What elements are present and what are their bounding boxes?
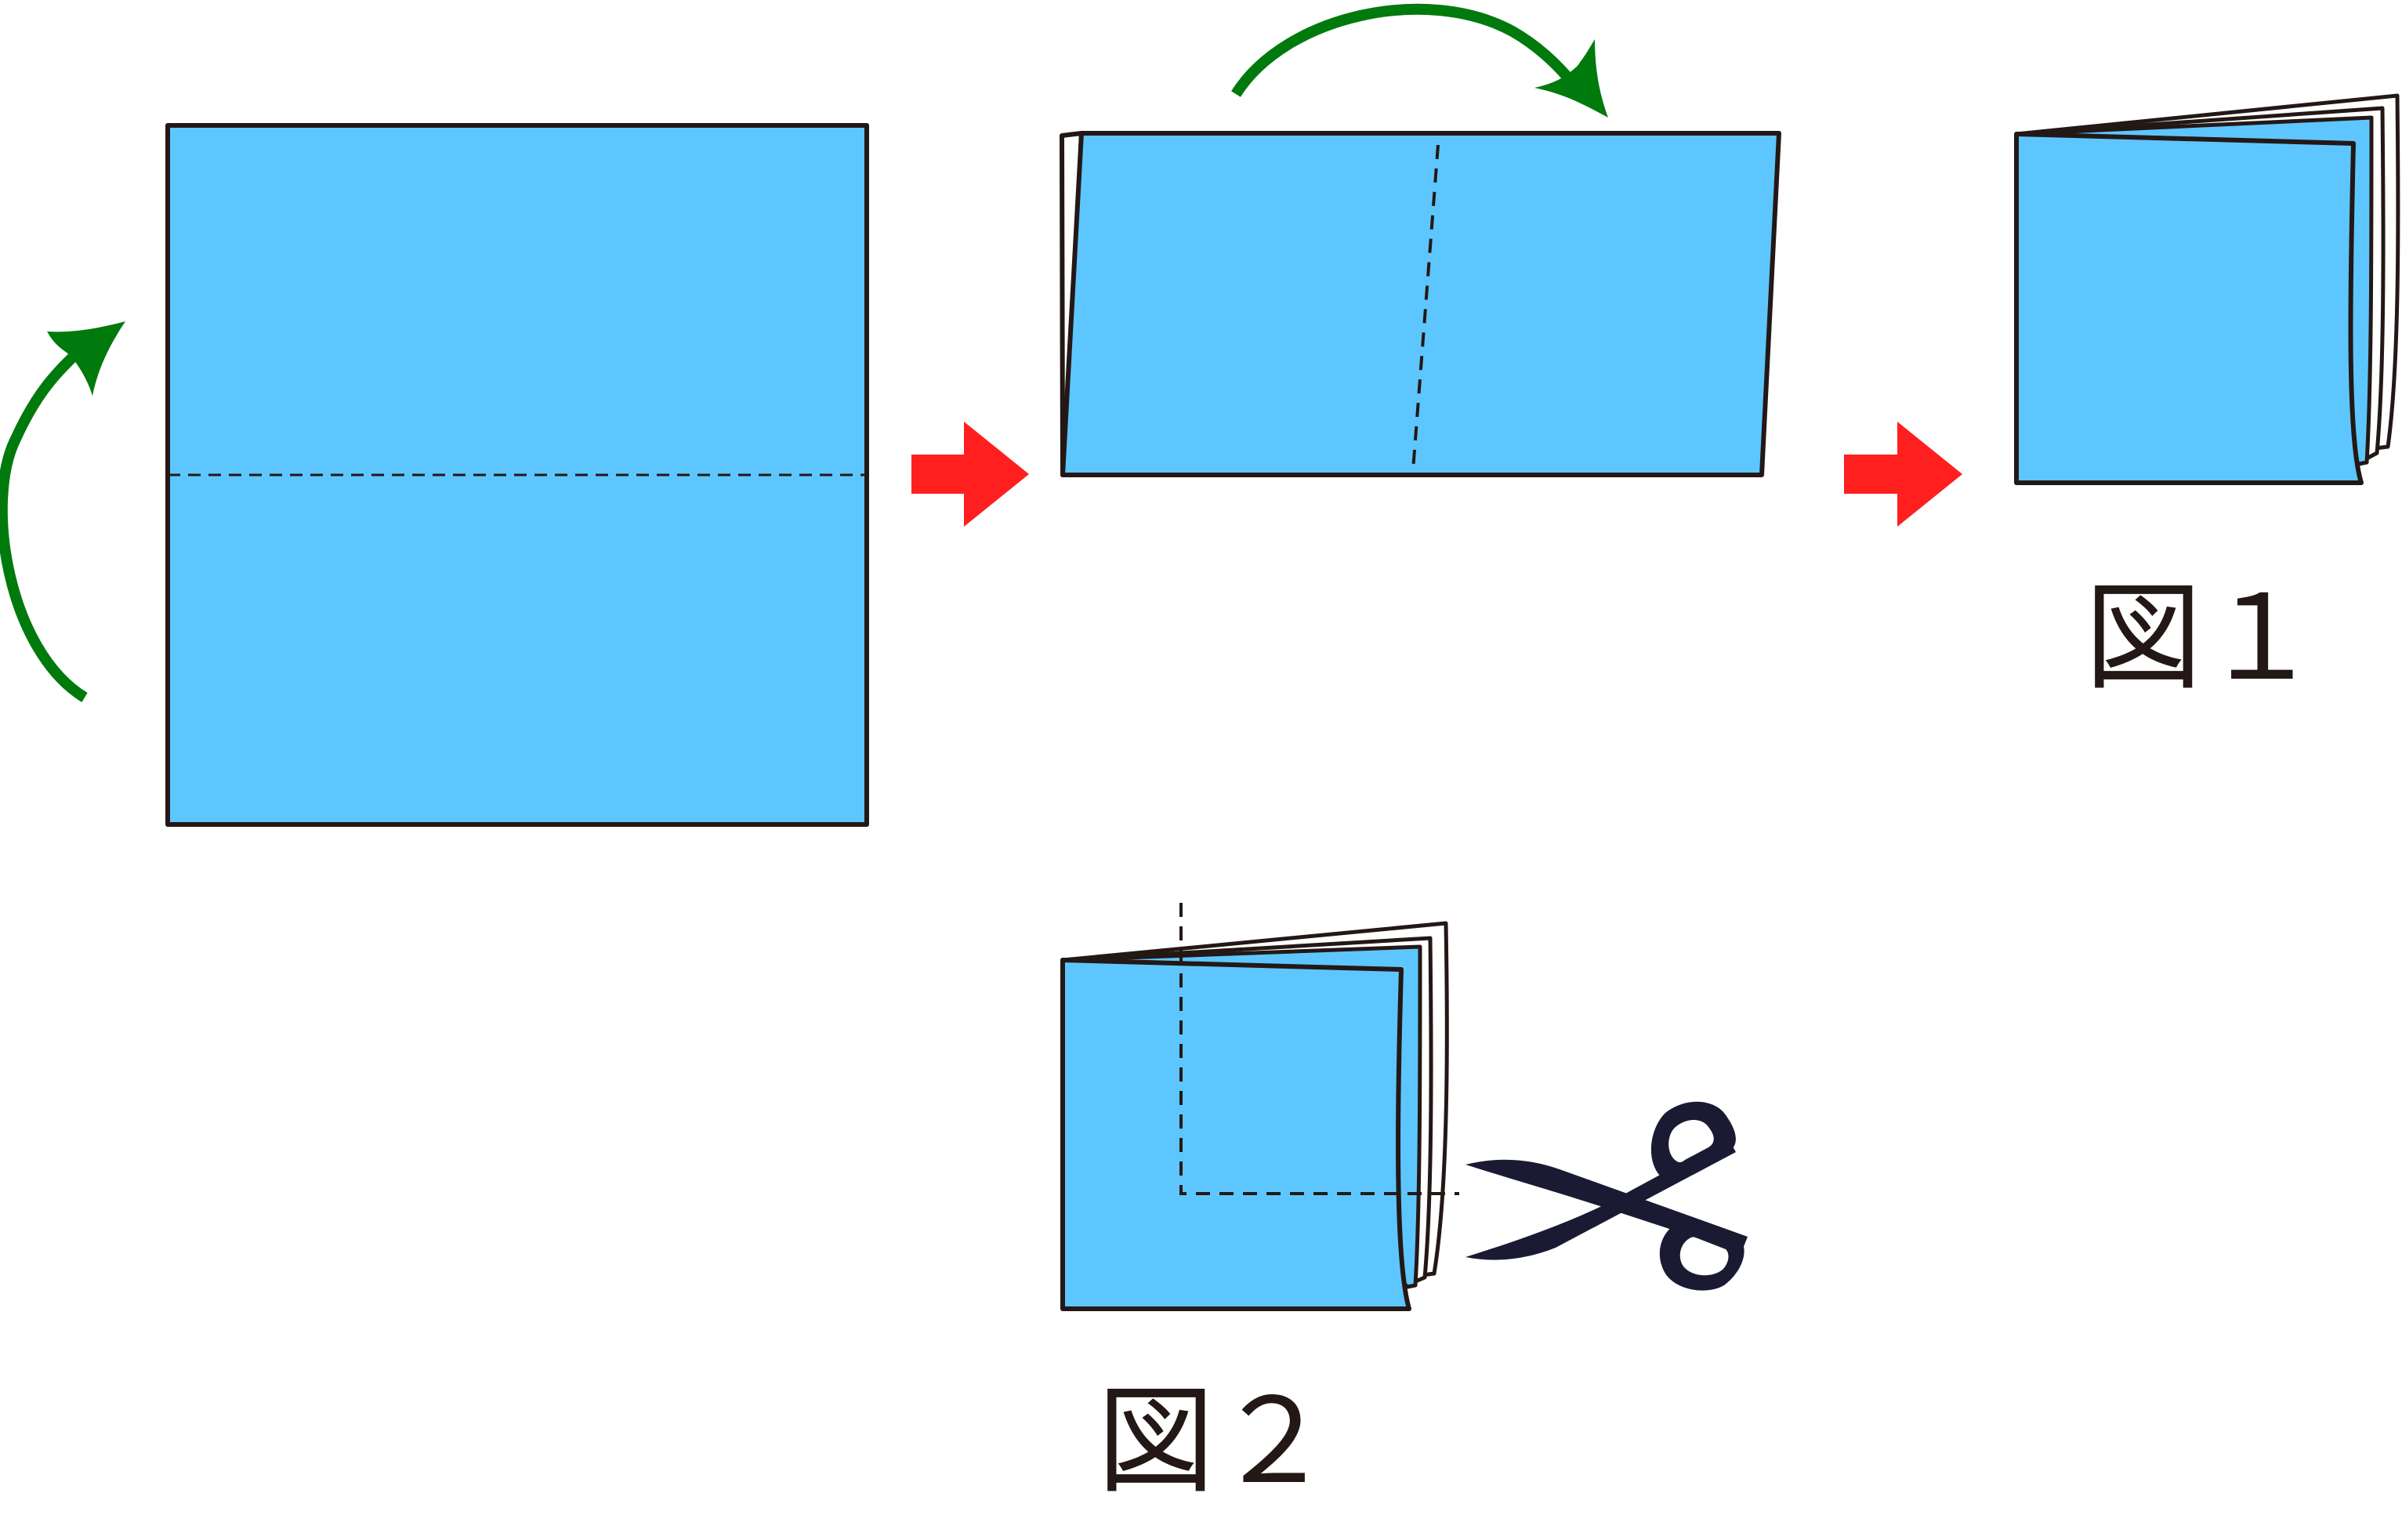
step-3-folded-square — [2014, 93, 2400, 485]
fold-line-vertical — [1411, 144, 1440, 471]
step-2-rectangle — [1060, 131, 1781, 477]
fold-arrow-left-curve — [0, 340, 90, 702]
figure-1-label: 図１ — [2085, 571, 2320, 707]
step-4-folded-square — [1060, 903, 1459, 1311]
fold-arrow-top-head — [1534, 39, 1608, 118]
cut-line — [1179, 903, 1459, 1195]
fold-arrow-icon — [1231, 3, 1608, 118]
fold-arrow-left-head — [47, 321, 125, 396]
paper-layer-front — [2014, 132, 2364, 485]
scissors-icon — [1465, 1101, 1748, 1291]
scissors-pivot — [1627, 1197, 1636, 1206]
fold-arrow-icon — [0, 321, 125, 702]
scissors-handle-upper — [1650, 1101, 1736, 1180]
figure-2-label: 図２ — [1097, 1374, 1333, 1510]
paper-layer-front — [1060, 958, 1411, 1311]
step-arrow-icon — [911, 422, 1029, 527]
step-1-square — [165, 123, 869, 827]
fold-arrow-top-curve — [1231, 3, 1580, 97]
scissors-handle-lower — [1659, 1220, 1744, 1291]
paper-front-layer — [1060, 131, 1781, 477]
step-arrow-icon — [1844, 422, 1962, 527]
